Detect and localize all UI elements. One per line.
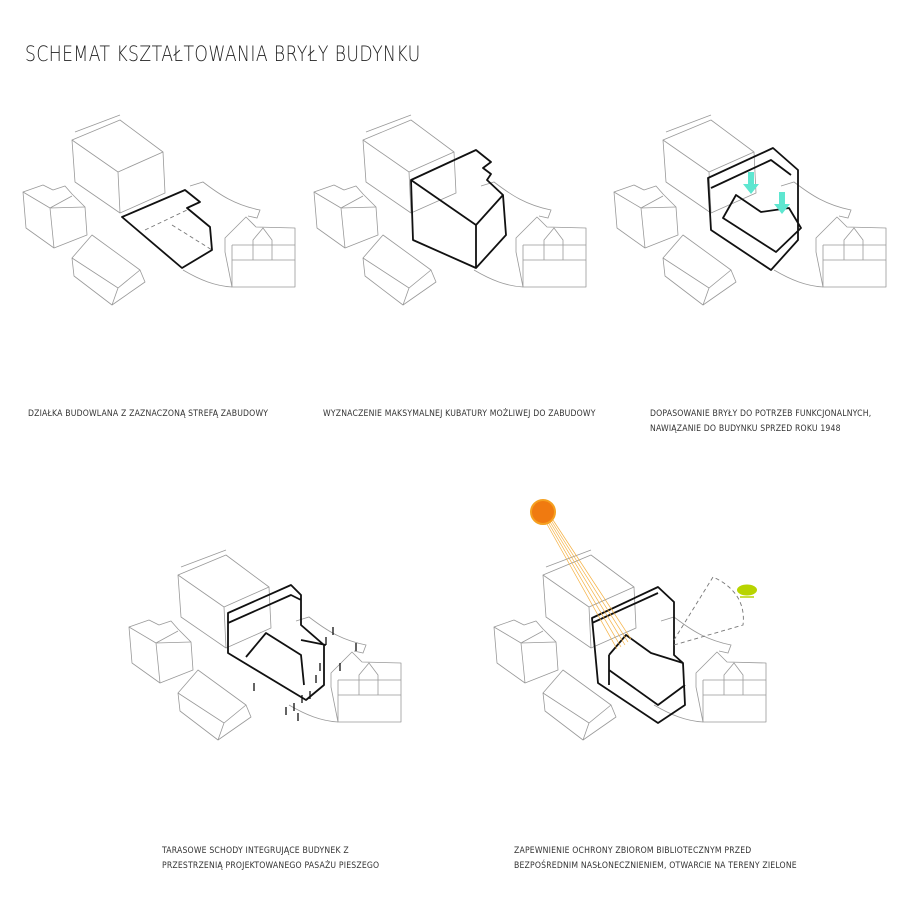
context-buildings <box>22 114 296 306</box>
panel-5-drawing <box>493 499 767 741</box>
caption-panel-4: TARASOWE SCHODY INTEGRUJĄCE BUDYNEK Z PR… <box>162 844 379 874</box>
view-cone <box>673 576 744 646</box>
building-plot <box>121 189 213 269</box>
context-buildings <box>313 114 587 306</box>
caption-line: DZIAŁKA BUDOWLANA Z ZAZNACZONĄ STREFĄ ZA… <box>28 409 269 419</box>
panel-3-drawing <box>613 114 887 306</box>
caption-line: BEZPOŚREDNIM NASŁONECZNIENIEM, OTWARCIE … <box>514 861 797 871</box>
panel-2-drawing <box>313 114 587 306</box>
caption-line: TARASOWE SCHODY INTEGRUJĄCE BUDYNEK Z <box>162 846 349 856</box>
panel-4-drawing <box>128 549 402 741</box>
building-zone <box>144 209 213 251</box>
caption-line: WYZNACZENIE MAKSYMALNEJ KUBATURY MOŻLIWE… <box>323 409 596 419</box>
sun-rays <box>542 516 632 650</box>
caption-panel-3: DOPASOWANIE BRYŁY DO POTRZEB FUNKCJONALN… <box>650 407 871 437</box>
fitted-volume <box>707 147 802 271</box>
context-buildings <box>493 549 767 741</box>
context-buildings <box>128 549 402 741</box>
caption-line: DOPASOWANIE BRYŁY DO POTRZEB FUNKCJONALN… <box>650 409 872 419</box>
caption-panel-1: DZIAŁKA BUDOWLANA Z ZAZNACZONĄ STREFĄ ZA… <box>28 407 268 422</box>
page-title: SCHEMAT KSZTAŁTOWANIA BRYŁY BUDYNKU <box>25 42 421 66</box>
caption-line: NAWIĄZANIE DO BUDYNKU SPRZED ROKU 1948 <box>650 424 841 434</box>
panel-1-drawing <box>22 114 296 306</box>
terraced-building <box>227 584 327 701</box>
caption-line: PRZESTRZENIĄ PROJEKTOWANEGO PASAŻU PIESZ… <box>162 861 380 871</box>
caption-line: ZAPEWNIENIE OCHRONY ZBIOROM BIBLIOTECZNY… <box>514 846 752 856</box>
people-icons <box>253 627 357 721</box>
down-arrow-icon <box>774 192 790 214</box>
context-buildings <box>613 114 887 306</box>
sun-icon <box>530 499 556 525</box>
tree-icon <box>737 584 757 598</box>
max-volume <box>410 149 507 269</box>
down-arrow-icon <box>743 172 759 194</box>
caption-panel-2: WYZNACZENIE MAKSYMALNEJ KUBATURY MOŻLIWE… <box>323 407 596 422</box>
final-building <box>591 586 686 724</box>
caption-panel-5: ZAPEWNIENIE OCHRONY ZBIOROM BIBLIOTECZNY… <box>514 844 797 874</box>
